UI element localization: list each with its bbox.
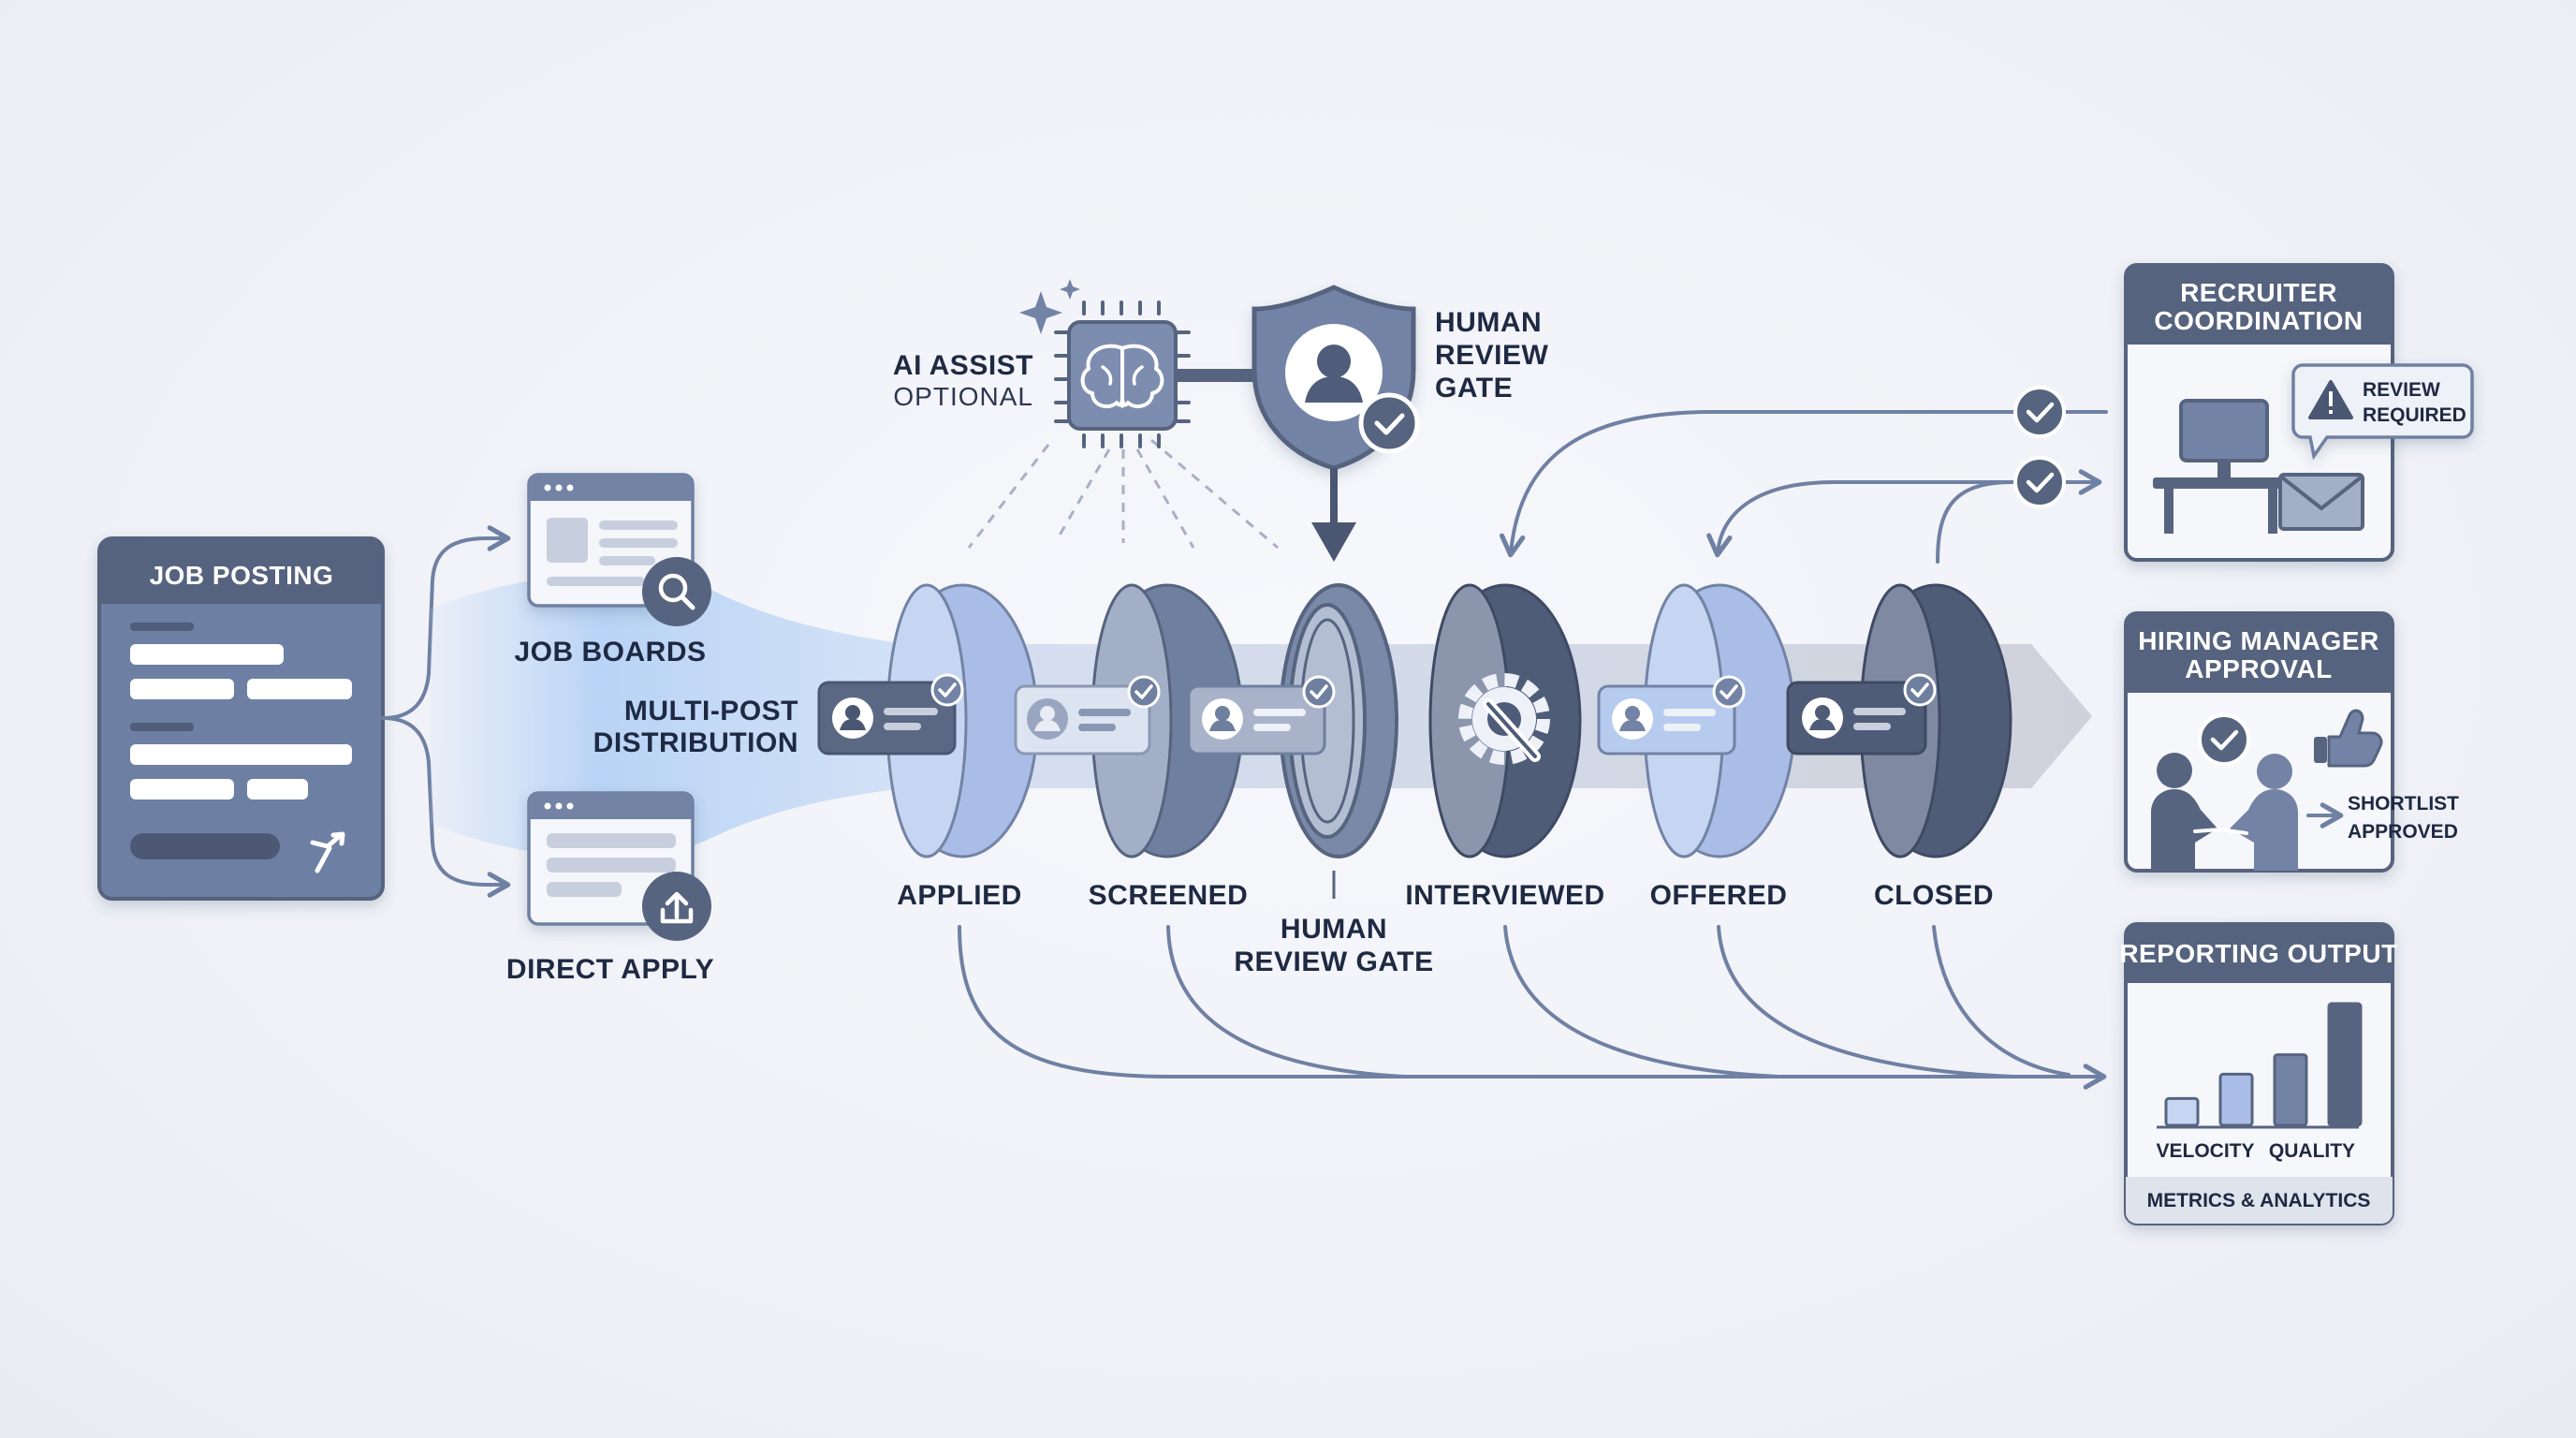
stage-label-offered: OFFERED [1650, 880, 1788, 911]
stage-label-closed: CLOSED [1874, 880, 1994, 911]
review-required-badge [2291, 363, 2474, 461]
reporting-bar-chart [2164, 1002, 2363, 1127]
job-posting-title: JOB POSTING [150, 561, 334, 590]
warning-icon [2308, 380, 2353, 419]
split-connector [381, 525, 511, 898]
review-gate-label-line2: REVIEW GATE [1234, 946, 1433, 977]
human-review-top-line1: HUMAN [1435, 307, 1542, 338]
search-icon [642, 557, 711, 626]
upload-icon [642, 872, 711, 941]
stage-label-interviewed: INTERVIEWED [1405, 880, 1604, 911]
recruiter-title-line1: RECRUITER [2180, 278, 2337, 307]
recruiter-feedback-arrows [1500, 410, 2108, 564]
job-boards-label: JOB BOARDS [514, 637, 706, 668]
sparkle-icon [1019, 279, 1080, 334]
report-bar-4 [2327, 1002, 2363, 1127]
share-arrow-icon [310, 831, 345, 873]
distribution-funnel [431, 573, 917, 858]
shortlist-approved-line2: APPROVED [2348, 821, 2458, 843]
candidate-card-applied [817, 673, 964, 756]
report-bar-3 [2273, 1053, 2308, 1127]
ai-assist-optional-label: OPTIONAL [893, 382, 1033, 411]
recruiter-title-line2: COORDINATION [2154, 306, 2363, 335]
stage-ring-review-gate [1279, 583, 1398, 858]
handshake-people-icon [2151, 753, 2298, 871]
distribution-label-line1: MULTI-POST [624, 696, 798, 726]
reporting-panel [2124, 922, 2394, 1225]
human-review-top-line2: REVIEW [1435, 340, 1549, 371]
reporting-footer: METRICS & ANALYTICS [2147, 1190, 2371, 1211]
candidate-card-screened [1014, 675, 1161, 756]
review-gate-label-line1: HUMAN [1281, 914, 1387, 945]
stage-label-applied: APPLIED [897, 880, 1022, 911]
candidate-card-review [1187, 675, 1336, 756]
approval-check-icon [2198, 713, 2250, 766]
direct-apply-label: DIRECT APPLY [506, 954, 714, 985]
reviewer-avatar-icon [1285, 324, 1383, 421]
check-icon-feedback-1 [2013, 386, 2066, 438]
shield-check-icon [1358, 392, 1420, 454]
candidate-card-closed [1786, 673, 1937, 756]
ai-assist-label: AI ASSIST [893, 350, 1033, 381]
reporting-velocity-label: VELOCITY [2156, 1140, 2254, 1162]
thumbs-up-icon [2314, 709, 2383, 768]
shortlist-approved-line1: SHORTLIST [2348, 793, 2459, 814]
report-bar-1 [2164, 1096, 2200, 1127]
ai-dotted-lines [967, 438, 1279, 550]
hiring-manager-title-line2: APPROVAL [2185, 654, 2333, 683]
reporting-flow-arrows [958, 925, 2107, 1090]
distribution-label-line2: DISTRIBUTION [593, 727, 798, 758]
ai-chip-icon [1054, 301, 1191, 448]
mail-icon [2278, 473, 2364, 531]
report-bar-2 [2218, 1072, 2254, 1127]
review-down-arrow [1311, 468, 1356, 562]
reporting-title: REPORTING OUTPUT [2119, 939, 2397, 968]
stage-ring-applied [886, 583, 1039, 858]
reporting-quality-label: QUALITY [2269, 1140, 2355, 1162]
candidate-card-offered [1597, 675, 1746, 756]
review-required-line2: REQUIRED [2363, 404, 2466, 426]
human-review-top-line3: GATE [1435, 373, 1513, 404]
stage-label-screened: SCREENED [1089, 880, 1249, 911]
job-posting-form-lines [130, 623, 352, 859]
gear-wrench-icon [1458, 673, 1550, 765]
check-icon-feedback-2 [2013, 456, 2066, 508]
hiring-manager-title-line1: HIRING MANAGER [2138, 626, 2378, 655]
desk-computer-icon [2153, 399, 2289, 534]
review-required-line1: REVIEW [2363, 379, 2440, 401]
